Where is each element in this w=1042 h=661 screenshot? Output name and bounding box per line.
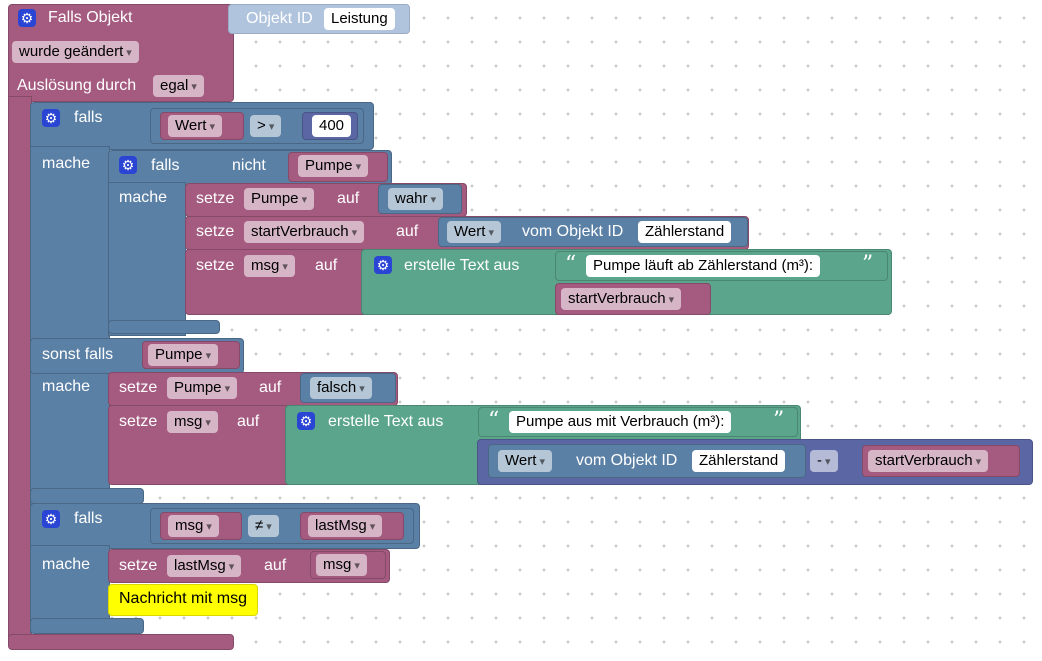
- event-header-label: Falls Objekt: [48, 9, 133, 26]
- ausloesung-dropdown[interactable]: egal: [153, 75, 204, 97]
- gear-icon[interactable]: ⚙: [18, 9, 36, 27]
- inner-if-spine[interactable]: [108, 182, 186, 336]
- text-literal-field[interactable]: Pumpe aus mit Verbrauch (m³):: [509, 411, 732, 433]
- var-dropdown[interactable]: msg: [168, 515, 219, 537]
- vom-objekt-id-label: vom Objekt ID: [522, 223, 624, 240]
- text-literal-field[interactable]: Pumpe läuft ab Zählerstand (m³):: [586, 255, 821, 277]
- auf-label: auf: [237, 413, 260, 430]
- auf-label: auf: [315, 257, 338, 274]
- event-block-spine[interactable]: [8, 96, 32, 644]
- objekt-id-field[interactable]: Zählerstand: [638, 221, 732, 243]
- if1-falls-label: falls: [74, 109, 103, 126]
- if-block-1-footer[interactable]: [30, 488, 144, 504]
- operator-dropdown[interactable]: ≠: [248, 515, 279, 537]
- quote-close-icon: ”: [773, 408, 785, 433]
- attr-dropdown[interactable]: Wert: [447, 221, 501, 243]
- setze-label: setze: [196, 190, 235, 207]
- var-dropdown[interactable]: startVerbrauch: [244, 221, 365, 243]
- auf-label: auf: [259, 379, 282, 396]
- sonst-falls-label: sonst falls: [42, 346, 114, 363]
- wert-dropdown[interactable]: Wert: [168, 115, 222, 137]
- pumpe-dropdown[interactable]: Pumpe: [148, 344, 219, 366]
- var-dropdown[interactable]: msg: [244, 255, 295, 277]
- create-text-label: erstelle Text aus: [328, 413, 444, 430]
- var-dropdown[interactable]: startVerbrauch: [868, 450, 989, 472]
- event-block-footer[interactable]: [8, 634, 234, 650]
- var-dropdown[interactable]: Pumpe: [167, 377, 238, 399]
- if1-mache-label: mache: [42, 155, 91, 172]
- objekt-id-label: Objekt ID: [246, 10, 313, 27]
- inner-if-mache-label: mache: [119, 189, 168, 206]
- inner-if-falls-label: falls: [151, 157, 180, 174]
- quote-close-icon: ”: [862, 252, 874, 277]
- create-text-label: erstelle Text aus: [404, 257, 520, 274]
- quote-open-icon: “: [488, 408, 500, 433]
- var-dropdown[interactable]: lastMsg: [308, 515, 383, 537]
- gear-icon[interactable]: ⚙: [119, 156, 137, 174]
- objekt-id-field[interactable]: Zählerstand: [692, 450, 786, 472]
- attr-dropdown[interactable]: Wert: [498, 450, 552, 472]
- number-field[interactable]: 400: [312, 115, 352, 137]
- ausloesung-label: Auslösung durch: [17, 77, 137, 94]
- setze-label: setze: [119, 379, 158, 396]
- auf-label: auf: [264, 557, 287, 574]
- if-block-1-spine[interactable]: [30, 146, 110, 506]
- gear-icon[interactable]: ⚙: [297, 412, 315, 430]
- setze-label: setze: [196, 223, 235, 240]
- quote-open-icon: “: [565, 252, 577, 277]
- trigger-dropdown[interactable]: wurde geändert: [12, 41, 139, 63]
- bool-dropdown-falsch[interactable]: falsch: [310, 377, 372, 399]
- auf-label: auf: [396, 223, 419, 240]
- math-operator-dropdown[interactable]: -: [810, 450, 838, 472]
- nicht-label: nicht: [232, 157, 266, 174]
- gear-icon[interactable]: ⚙: [42, 510, 60, 528]
- operator-dropdown[interactable]: >: [250, 115, 282, 137]
- setze-label: setze: [119, 557, 158, 574]
- if2-falls-label: falls: [74, 510, 103, 527]
- var-dropdown[interactable]: startVerbrauch: [561, 288, 682, 310]
- if-block-2-footer[interactable]: [30, 618, 144, 634]
- auf-label: auf: [337, 190, 360, 207]
- vom-objekt-id-label: vom Objekt ID: [576, 452, 678, 469]
- var-dropdown[interactable]: Pumpe: [244, 188, 315, 210]
- var-dropdown[interactable]: msg: [316, 554, 367, 576]
- bool-dropdown-wahr[interactable]: wahr: [388, 188, 444, 210]
- objekt-id-field[interactable]: Leistung: [324, 8, 395, 30]
- var-dropdown[interactable]: msg: [167, 411, 218, 433]
- pumpe-dropdown[interactable]: Pumpe: [298, 155, 369, 177]
- if2-mache-label: mache: [42, 556, 91, 573]
- debug-comment-block[interactable]: Nachricht mit msg: [108, 584, 259, 616]
- setze-label: setze: [196, 257, 235, 274]
- var-dropdown[interactable]: lastMsg: [167, 555, 242, 577]
- setze-label: setze: [119, 413, 158, 430]
- mache-label: mache: [42, 378, 91, 395]
- inner-if-footer[interactable]: [108, 320, 220, 334]
- gear-icon[interactable]: ⚙: [374, 256, 392, 274]
- gear-icon[interactable]: ⚙: [42, 109, 60, 127]
